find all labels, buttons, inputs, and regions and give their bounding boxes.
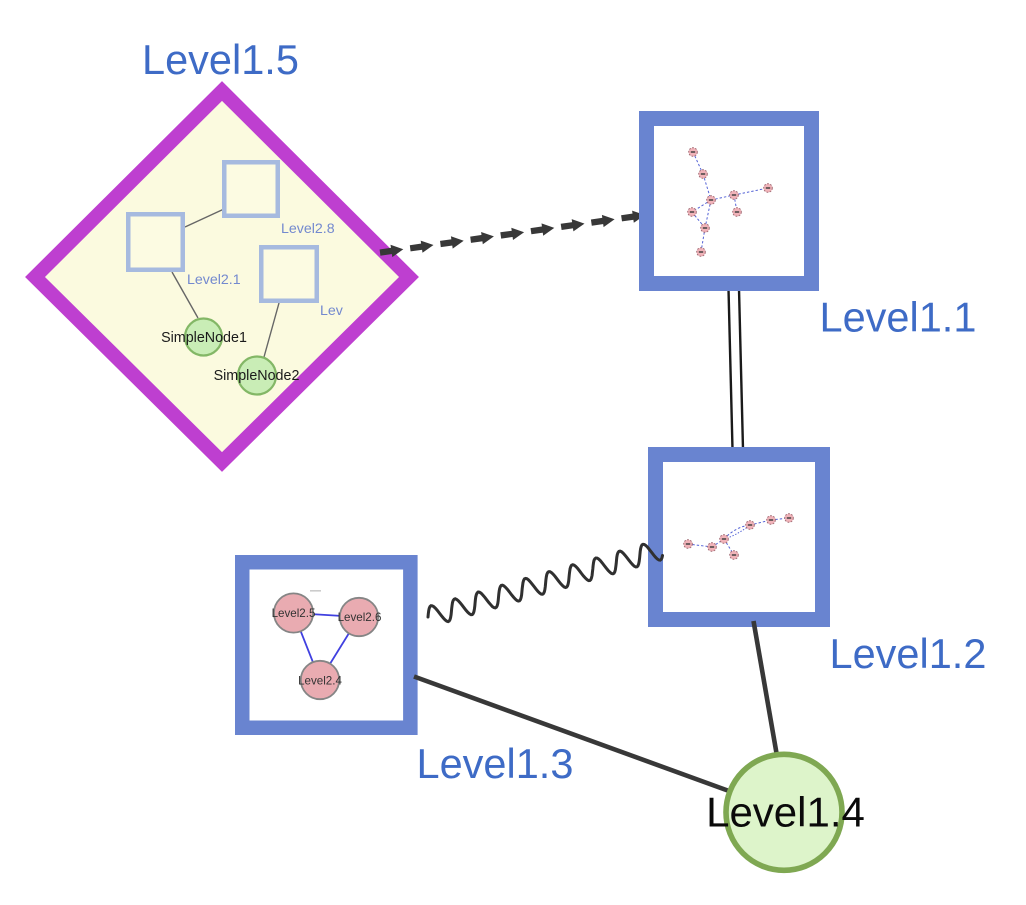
svg-text:Level2.5: Level2.5: [272, 607, 316, 620]
svg-text:Level1.1: Level1.1: [820, 294, 977, 341]
svg-text:Level1.3: Level1.3: [417, 740, 574, 787]
svg-text:SimpleNode2: SimpleNode2: [214, 368, 300, 384]
svg-text:Lev: Lev: [320, 303, 344, 319]
svg-text:Level2.4: Level2.4: [298, 675, 342, 688]
svg-text:Level1.4: Level1.4: [706, 788, 865, 835]
svg-text:SimpleNode1: SimpleNode1: [161, 330, 247, 346]
svg-text:Level1.5: Level1.5: [142, 36, 299, 83]
svg-text:Level2.8: Level2.8: [281, 221, 335, 237]
svg-text:Level1.2: Level1.2: [830, 630, 987, 677]
svg-text:Level2.1: Level2.1: [187, 272, 241, 288]
svg-text:Level2.6: Level2.6: [338, 611, 382, 624]
